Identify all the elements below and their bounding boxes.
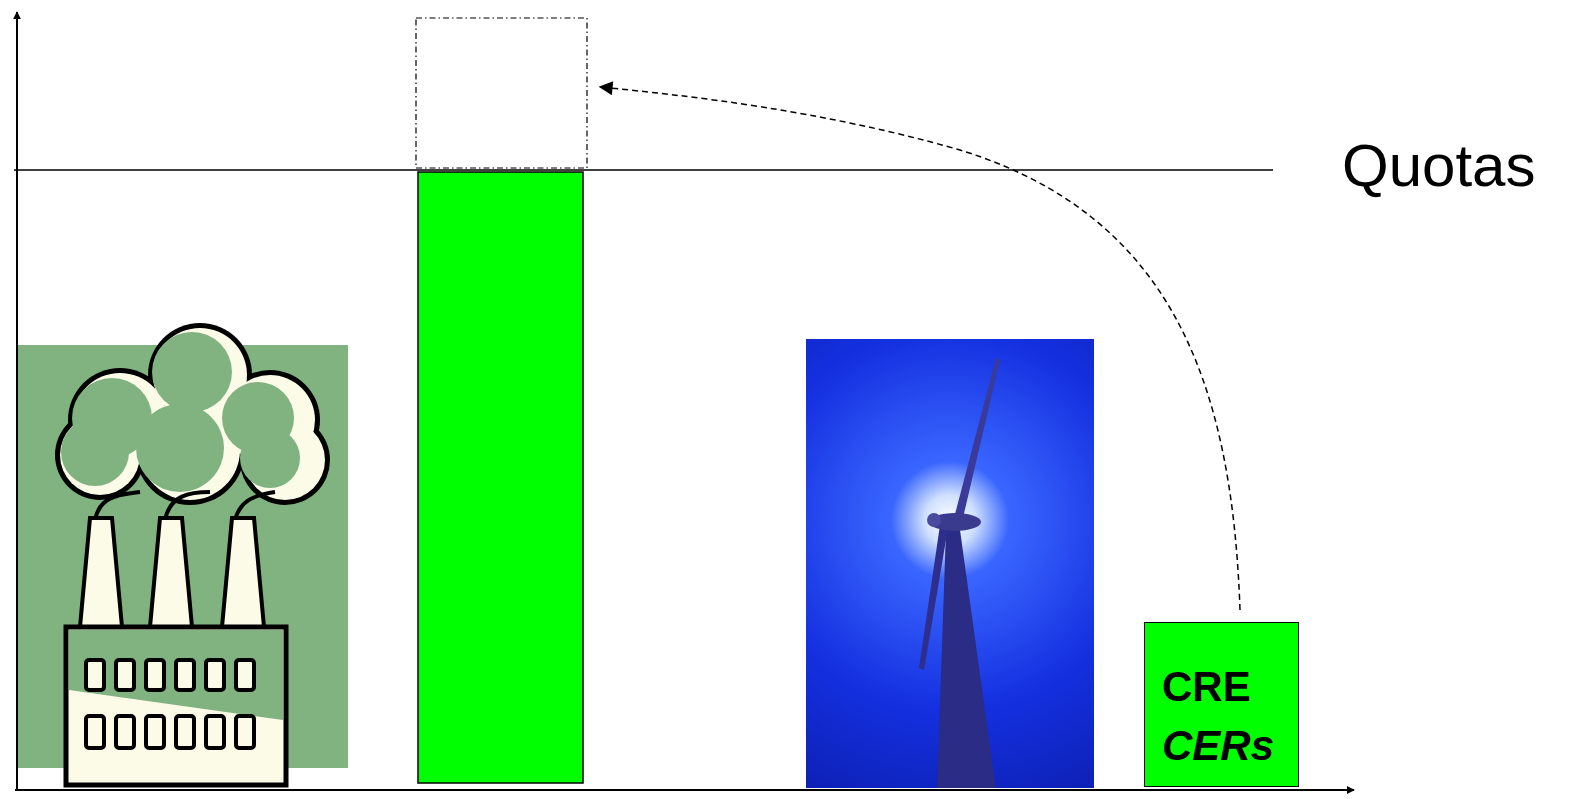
quota-line: [14, 169, 1273, 171]
box-text: CERs: [1162, 720, 1281, 773]
wind-turbine-photo: [806, 339, 1094, 788]
x-axis: [15, 789, 1354, 791]
transfer-arrow: [600, 87, 1240, 610]
dashed-allowance-box: [416, 18, 587, 168]
y-axis: [16, 12, 18, 790]
box-text: CRE: [1162, 661, 1281, 714]
quota-label: Quotas: [1342, 136, 1535, 196]
cer-box: CRE CERs: [1144, 622, 1299, 787]
emissions-bar: [418, 172, 583, 783]
factory-icon: [18, 323, 348, 785]
